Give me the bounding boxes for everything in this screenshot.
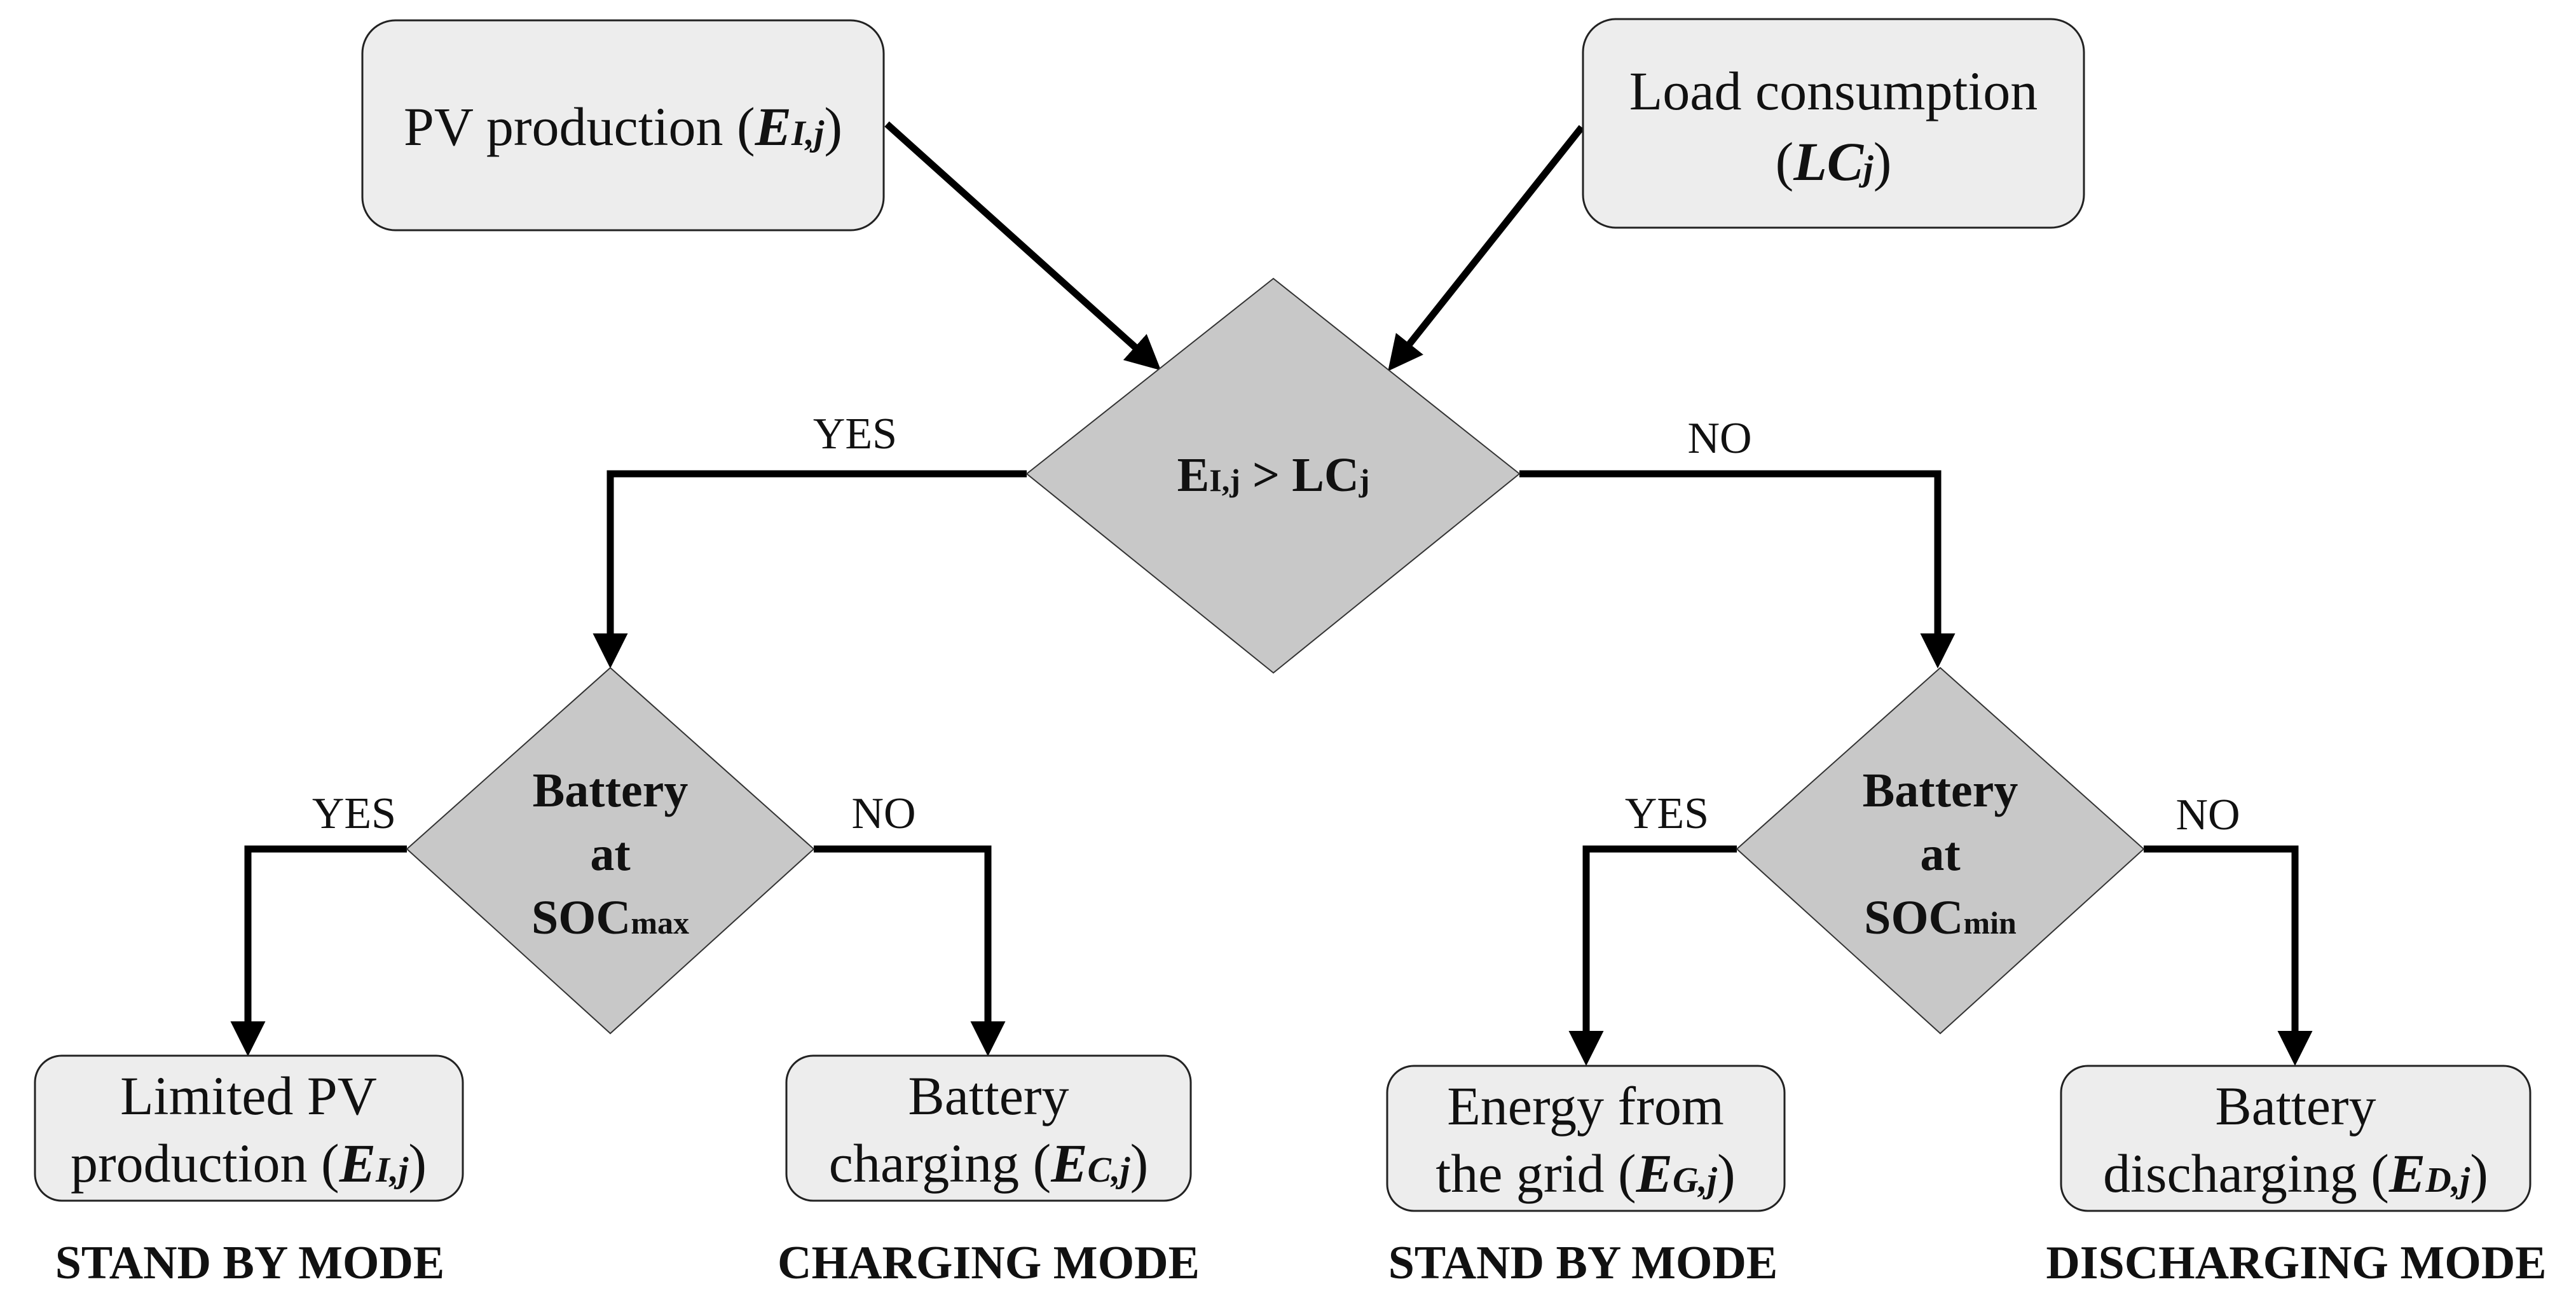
mode-standby-right: STAND BY MODE [1388, 1237, 1778, 1289]
svg-text:SOCmin: SOCmin [1864, 891, 2017, 944]
label-main-no: NO [1687, 414, 1751, 463]
edge-pv-to-decision [884, 121, 1161, 371]
svg-text:production (EI,j): production (EI,j) [71, 1133, 427, 1194]
edge-main-yes [593, 470, 1027, 668]
edge-max-yes [230, 845, 407, 1056]
edge-load-to-decision [1388, 125, 1585, 371]
node-load-consumption: Load consumption (LCj) [1582, 18, 2085, 229]
svg-text:Battery: Battery [533, 764, 689, 817]
node-battery-charging: Battery charging (EC,j) [785, 1054, 1192, 1202]
svg-text:SOCmax: SOCmax [531, 891, 689, 944]
svg-text:the grid (EG,j): the grid (EG,j) [1435, 1143, 1735, 1204]
branch-labels: YES NO YES NO YES NO [312, 410, 2240, 839]
svg-text:Limited PV: Limited PV [120, 1065, 377, 1126]
label-max-no: NO [851, 789, 915, 838]
svg-text:EI,j > LCj: EI,j > LCj [1177, 448, 1370, 502]
mode-standby-left: STAND BY MODE [55, 1237, 445, 1289]
pv-production-label: PV production ( [404, 96, 755, 157]
label-max-yes: YES [312, 789, 396, 838]
svg-text:Battery: Battery [908, 1065, 1069, 1126]
node-pv-production: PV production (EI,j) [361, 19, 885, 231]
svg-text:discharging (ED,j): discharging (ED,j) [2103, 1143, 2488, 1204]
edge-min-no [2144, 845, 2313, 1066]
label-min-yes: YES [1625, 789, 1709, 838]
load-consumption-label: Load consumption [1629, 60, 2038, 121]
svg-text:Battery: Battery [1863, 764, 2018, 817]
node-energy-from-grid: Energy from the grid (EG,j) [1386, 1065, 1786, 1212]
decision-battery-soc-max: Battery at SOCmax [406, 666, 815, 1035]
edge-min-yes [1568, 845, 1737, 1066]
svg-text:Energy from: Energy from [1447, 1075, 1723, 1136]
label-min-no: NO [2175, 791, 2240, 839]
mode-captions: STAND BY MODE CHARGING MODE STAND BY MOD… [55, 1237, 2547, 1289]
svg-text:Battery: Battery [2215, 1075, 2376, 1136]
svg-text:at: at [590, 827, 630, 881]
node-battery-discharging: Battery discharging (ED,j) [2060, 1065, 2531, 1212]
edge-max-no [814, 845, 1006, 1056]
decision-pv-vs-load: EI,j > LCj [1025, 277, 1521, 674]
mode-discharging: DISCHARGING MODE [2046, 1237, 2546, 1289]
svg-text:at: at [1920, 827, 1960, 881]
svg-text:PV production (EI,j): PV production (EI,j) [404, 96, 842, 157]
decision-battery-soc-min: Battery at SOCmin [1736, 666, 2145, 1035]
connectors [230, 121, 2313, 1066]
node-limited-pv-production: Limited PV production (EI,j) [34, 1054, 464, 1202]
label-main-yes: YES [813, 410, 897, 459]
mode-charging: CHARGING MODE [778, 1237, 1200, 1289]
svg-text:charging (EC,j): charging (EC,j) [829, 1133, 1148, 1194]
svg-text:(LCj): (LCj) [1776, 131, 1892, 192]
edge-main-no [1519, 470, 1956, 668]
